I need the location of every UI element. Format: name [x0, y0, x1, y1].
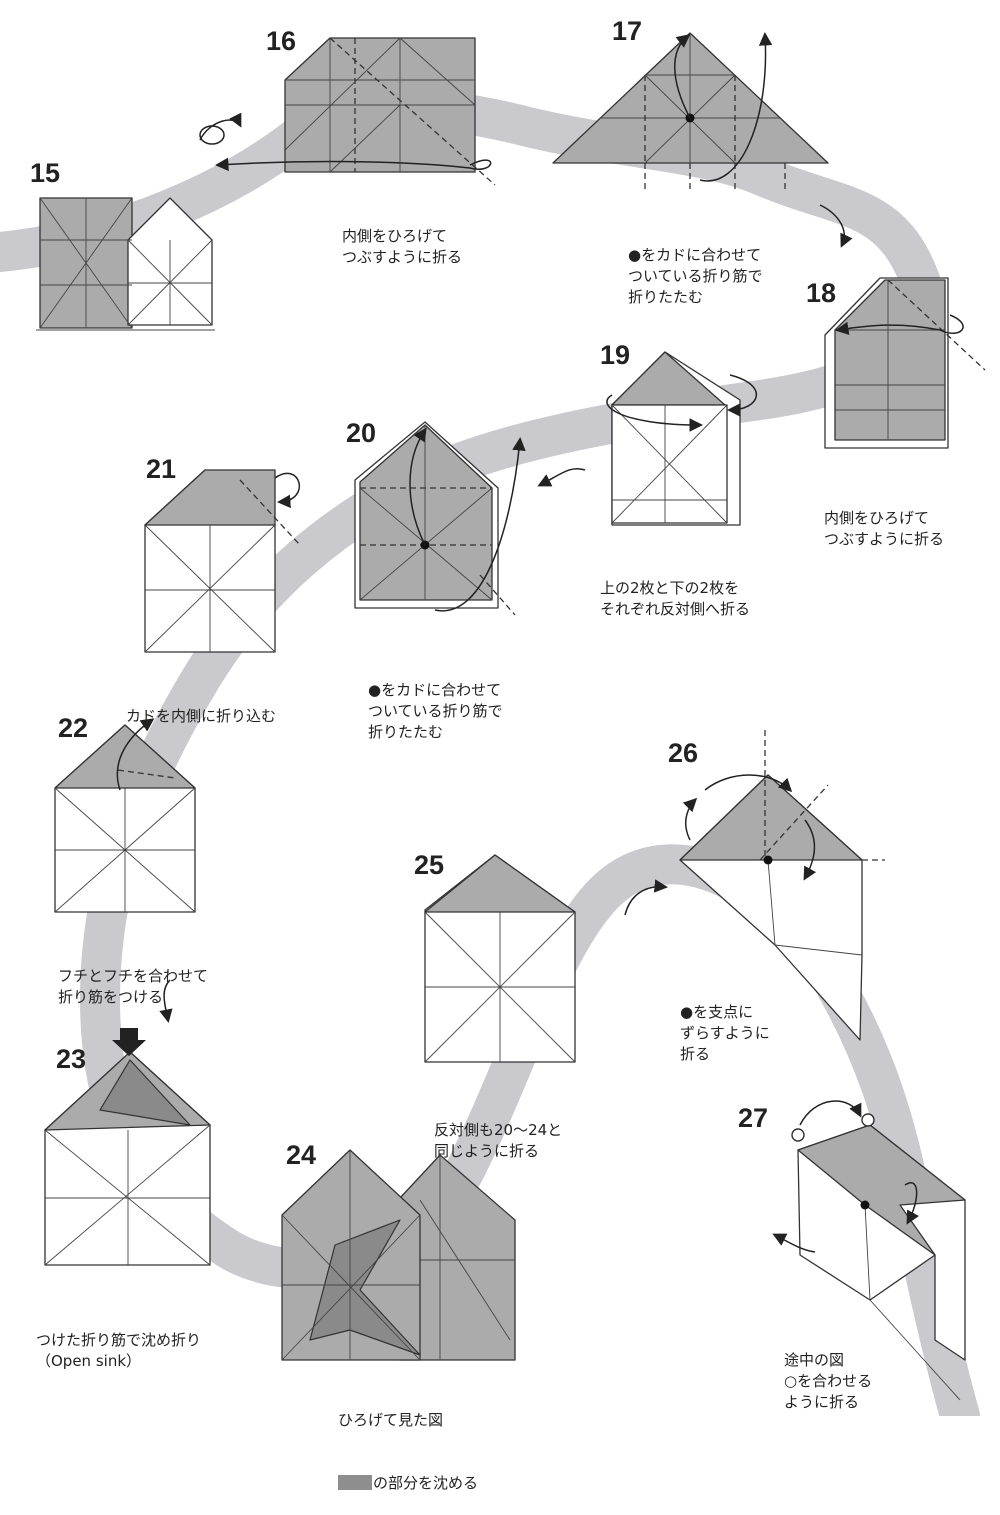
step-number-27: 27 [738, 1103, 769, 1133]
step-number-24: 24 [286, 1140, 317, 1170]
step-23-caption: つけた折り筋で沈め折り（Open sink） [36, 1331, 202, 1370]
diagram-artwork [0, 32, 986, 1416]
step-number-21: 21 [146, 454, 177, 484]
step-number-17: 17 [612, 16, 643, 46]
step-24-figure [281, 1149, 516, 1361]
step-16-caption: 内側をひろげてつぶすように折る [342, 227, 463, 266]
step-18-figure [824, 277, 986, 449]
step-24-caption: ひろげて見た図 の部分を沈める [338, 1411, 479, 1492]
step-22-figure [54, 718, 196, 1023]
sink-area-swatch [338, 1475, 372, 1490]
step-number-25: 25 [414, 850, 445, 880]
step-21-caption: カドを内側に折り込む [126, 707, 277, 725]
step-19-figure [537, 351, 757, 526]
step-25-figure [424, 854, 668, 1063]
origami-diagram: 15 16 17 18 19 20 21 22 23 24 25 26 27 内… [0, 16, 986, 1492]
step-number-15: 15 [30, 158, 61, 188]
step-27-figure [772, 1100, 966, 1401]
step-number-26: 26 [668, 738, 699, 768]
step-15-figure [36, 197, 215, 331]
step-number-23: 23 [56, 1044, 87, 1074]
step-20-caption: ●をカドに合わせてついている折り筋で折りたたむ [368, 681, 503, 741]
step-20-figure [354, 421, 526, 616]
step-26-caption: ●を支点にずらすように折る [680, 1003, 770, 1063]
step-19-caption: 上の2枚と下の2枚をそれぞれ反対側へ折る [600, 579, 751, 618]
step-22-caption: フチとフチを合わせて折り筋をつける [58, 967, 209, 1006]
step-number-18: 18 [806, 278, 837, 308]
step-number-20: 20 [346, 418, 377, 448]
step-25-caption: 反対側も20～24と同じように折る [434, 1121, 563, 1160]
step-27-caption: 途中の図○を合わせるように折る [784, 1351, 873, 1411]
step-23-figure [44, 1028, 211, 1266]
step-number-16: 16 [266, 26, 297, 56]
step-17-caption: ●をカドに合わせてついている折り筋で折りたたむ [628, 246, 763, 306]
step-18-caption: 内側をひろげてつぶすように折る [824, 509, 945, 548]
step-17-figure [552, 32, 853, 248]
step-26-figure [679, 730, 885, 1041]
step-number-19: 19 [600, 340, 631, 370]
step-21-figure [144, 469, 301, 653]
step-number-22: 22 [58, 713, 89, 743]
step-16-figure [199, 37, 496, 186]
